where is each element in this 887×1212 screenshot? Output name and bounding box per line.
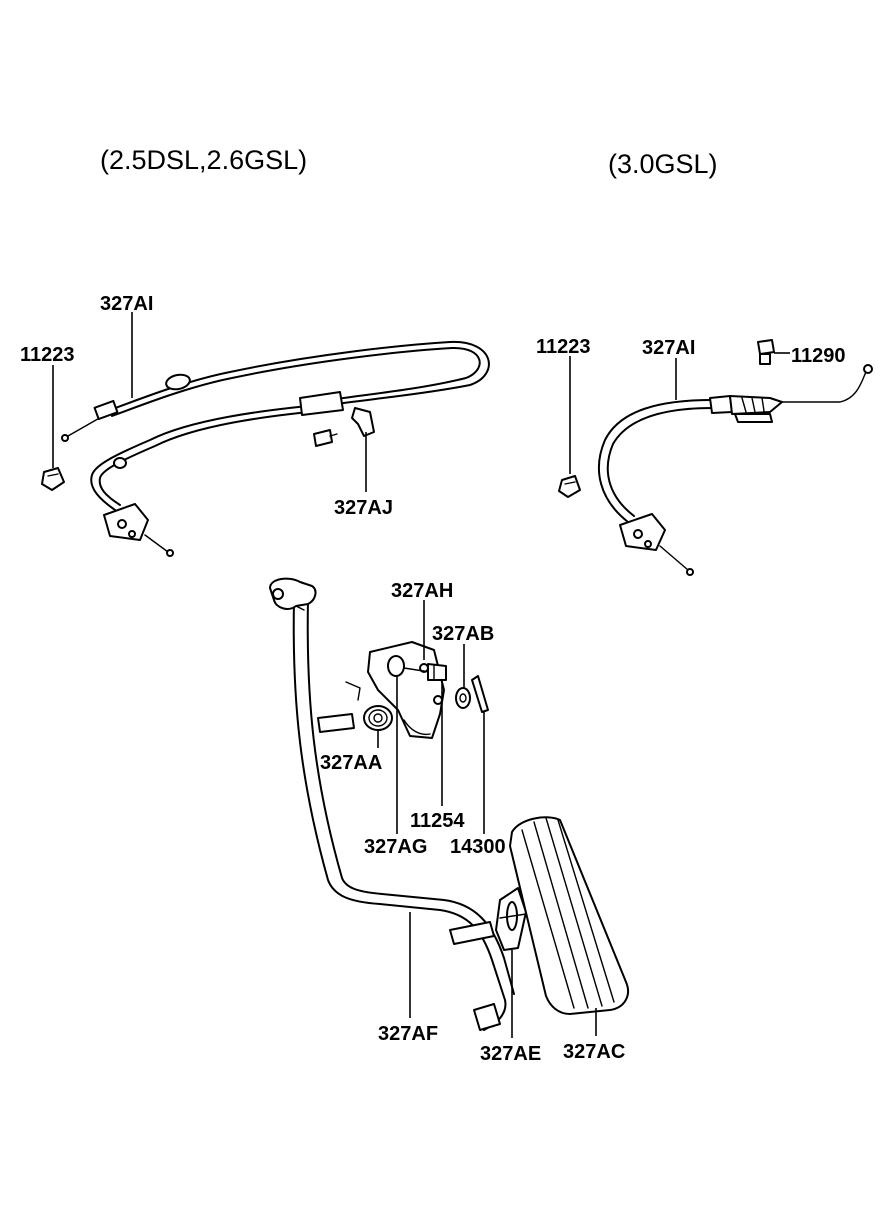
pin-14300 xyxy=(471,675,489,713)
bolt-11290 xyxy=(757,339,775,365)
label-327AJ: 327AJ xyxy=(334,497,393,519)
label-11223-right: 11223 xyxy=(536,336,591,358)
label-327AH: 327AH xyxy=(391,580,453,602)
label-327AC: 327AC xyxy=(563,1041,625,1063)
right-accelerator-cable xyxy=(597,364,873,576)
bolt-11254 xyxy=(403,663,447,681)
pedal-bracket xyxy=(495,887,527,951)
variant-label-left: (2.5DSL,2.6GSL) xyxy=(100,145,307,175)
pedal-pad xyxy=(509,816,629,1015)
washer-327AB xyxy=(455,687,471,709)
label-327AA: 327AA xyxy=(320,752,382,774)
variant-label-right: (3.0GSL) xyxy=(608,149,718,179)
left-bolt-11223 xyxy=(41,467,65,491)
label-11254: 11254 xyxy=(410,810,465,832)
label-327AI-right: 327AI xyxy=(642,337,695,359)
right-bolt-11223 xyxy=(558,475,581,498)
label-327AB: 327AB xyxy=(432,623,494,645)
left-accelerator-cable xyxy=(61,340,490,557)
label-11290: 11290 xyxy=(791,345,846,367)
label-327AG: 327AG xyxy=(364,836,427,858)
label-14300: 14300 xyxy=(450,836,506,858)
label-327AE: 327AE xyxy=(480,1043,541,1065)
pedal-arm xyxy=(269,577,515,1031)
label-327AI-left: 327AI xyxy=(100,293,153,315)
label-327AF: 327AF xyxy=(378,1023,438,1045)
stopper-housing xyxy=(367,641,445,739)
label-11223-left: 11223 xyxy=(20,344,75,366)
